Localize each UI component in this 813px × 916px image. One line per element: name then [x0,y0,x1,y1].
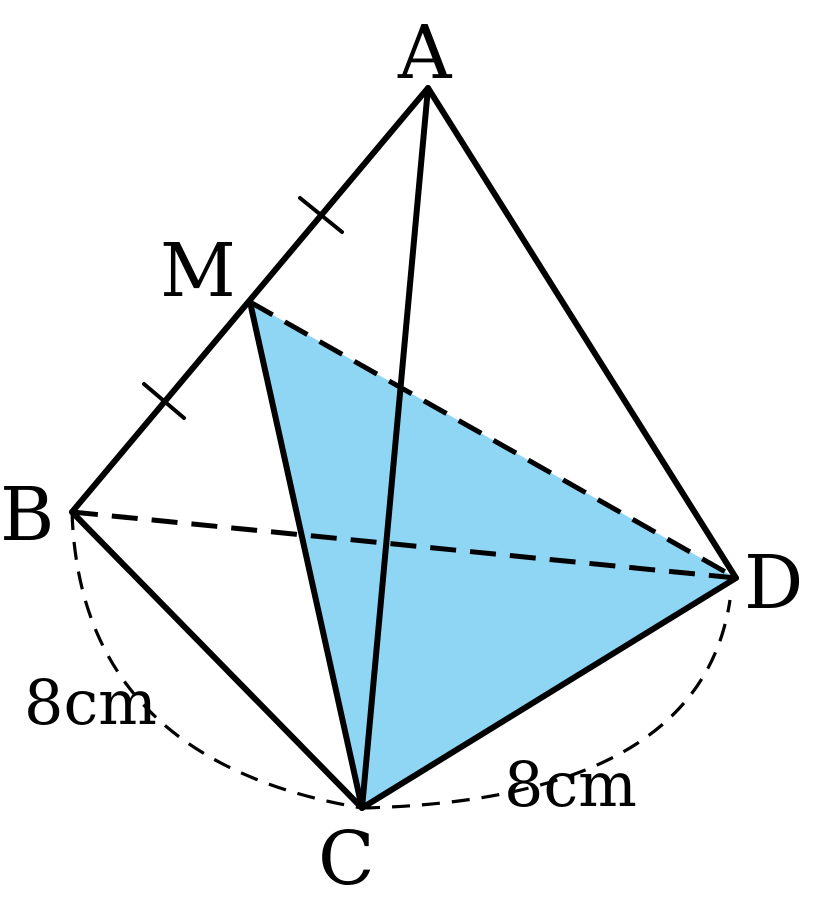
edge-bd-hidden [71,509,737,581]
vertex-label-a: A [397,10,453,96]
edge-cd [359,575,739,811]
measure-label-cd: 8cm [504,748,637,821]
vertex-label-m: M [160,228,236,314]
edge-mc [247,299,365,811]
vertex-label-d: D [744,540,803,626]
vertex-label-b: B [0,472,54,558]
measure-arc-bc [70,511,363,810]
edge-bc [69,509,365,811]
measure-label-bc: 8cm [24,666,157,739]
edge-md-hidden [248,299,738,581]
edge-ad [425,85,739,581]
edge-ac [359,85,431,811]
tick-mark-mb [142,382,186,420]
tick-mark-am [298,196,344,234]
vertex-label-c: C [318,816,375,902]
